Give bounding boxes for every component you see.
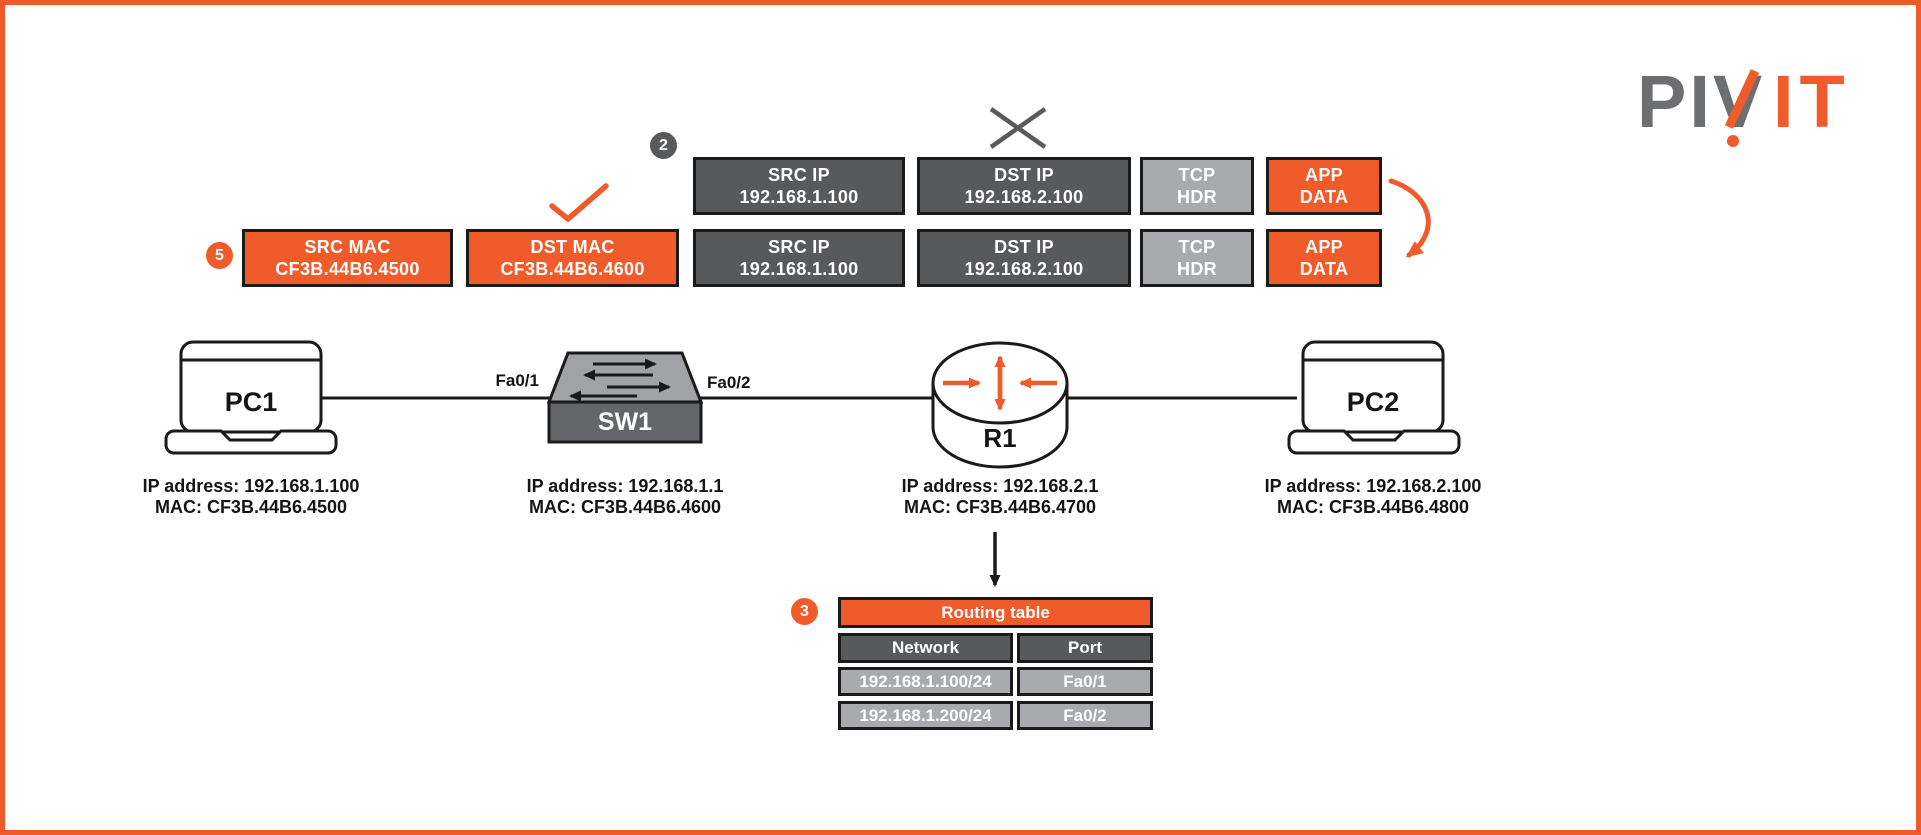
packet-field-app-data-bottom: APP DATA [1266, 229, 1382, 287]
packet-field-value: 192.168.1.100 [739, 187, 859, 207]
caption-pc2: IP address: 192.168.2.100 MAC: CF3B.44B6… [1213, 476, 1533, 518]
routing-table-row2-port: Fa0/2 [1017, 701, 1153, 730]
step-badge-5: 5 [206, 242, 233, 269]
device-label-r1: R1 [983, 423, 1017, 453]
packet-field-value: 192.168.2.100 [964, 259, 1084, 279]
packet-field-value: HDR [1177, 259, 1217, 279]
packet-field-dst-mac: DST MAC CF3B.44B6.4600 [466, 229, 679, 287]
packet-field-src-ip-top: SRC IP 192.168.1.100 [693, 157, 905, 215]
logo-text-gray: PIV [1637, 60, 1765, 143]
routing-table-row1-network: 192.168.1.100/24 [838, 667, 1013, 696]
interface-label-fa0-2: Fa0/2 [707, 373, 751, 392]
caption-sw1: IP address: 192.168.1.1 MAC: CF3B.44B6.4… [465, 476, 785, 518]
packet-field-label: SRC MAC [304, 237, 391, 257]
packet-field-label: SRC IP [768, 237, 830, 257]
packet-field-label: TCP [1178, 165, 1216, 185]
interface-label-fa0-1: Fa0/1 [495, 371, 539, 390]
caption-ip: IP address: 192.168.2.100 [1264, 476, 1482, 496]
device-label-pc1: PC1 [224, 387, 278, 417]
packet-field-value: HDR [1177, 187, 1217, 207]
packet-field-app-data-top: APP DATA [1266, 157, 1382, 215]
step-badge-3: 3 [791, 598, 818, 625]
packet-field-label: SRC IP [768, 165, 830, 185]
logo-slash [1724, 69, 1760, 129]
x-mark-icon [989, 107, 1047, 149]
pivit-logo: PIV IT [1637, 57, 1907, 162]
caption-ip: IP address: 192.168.1.100 [142, 476, 360, 496]
packet-field-label: APP [1305, 237, 1343, 257]
packet-field-value: DATA [1299, 259, 1349, 279]
caption-mac: MAC: CF3B.44B6.4800 [1276, 497, 1470, 517]
packet-field-src-ip-bottom: SRC IP 192.168.1.100 [693, 229, 905, 287]
caption-mac: MAC: CF3B.44B6.4500 [154, 497, 348, 517]
routing-table-row1-port: Fa0/1 [1017, 667, 1153, 696]
caption-mac: MAC: CF3B.44B6.4600 [528, 497, 722, 517]
step-badge-2: 2 [650, 132, 677, 159]
packet-field-value: DATA [1299, 187, 1349, 207]
packet-field-tcp-hdr-top: TCP HDR [1140, 157, 1254, 215]
logo-dot [1727, 135, 1739, 147]
caption-ip: IP address: 192.168.2.1 [901, 476, 1099, 496]
caption-pc1: IP address: 192.168.1.100 MAC: CF3B.44B6… [91, 476, 411, 518]
routing-table-col-port: Port [1017, 633, 1153, 663]
routing-table-title: Routing table [838, 597, 1153, 628]
packet-field-value: 192.168.1.100 [739, 259, 859, 279]
packet-field-dst-ip-top: DST IP 192.168.2.100 [917, 157, 1131, 215]
routing-table-row2-network: 192.168.1.200/24 [838, 701, 1013, 730]
packet-field-value: 192.168.2.100 [964, 187, 1084, 207]
packet-field-value: CF3B.44B6.4500 [275, 259, 420, 279]
packet-field-label: DST IP [994, 237, 1054, 257]
packet-field-label: APP [1305, 165, 1343, 185]
logo-text-orange: IT [1773, 60, 1851, 143]
routing-table-col-network: Network [838, 633, 1013, 663]
caption-r1: IP address: 192.168.2.1 MAC: CF3B.44B6.4… [840, 476, 1160, 518]
packet-field-tcp-hdr-bottom: TCP HDR [1140, 229, 1254, 287]
packet-field-value: CF3B.44B6.4600 [500, 259, 645, 279]
packet-field-label: DST MAC [530, 237, 615, 257]
device-label-sw1: SW1 [597, 408, 653, 436]
device-label-pc2: PC2 [1346, 387, 1400, 417]
packet-field-src-mac: SRC MAC CF3B.44B6.4500 [242, 229, 453, 287]
check-mark-icon [549, 183, 609, 222]
caption-ip: IP address: 192.168.1.1 [526, 476, 724, 496]
packet-field-label: TCP [1178, 237, 1216, 257]
curved-arrow-icon [1388, 178, 1431, 258]
caption-mac: MAC: CF3B.44B6.4700 [903, 497, 1097, 517]
packet-field-label: DST IP [994, 165, 1054, 185]
packet-field-dst-ip-bottom: DST IP 192.168.2.100 [917, 229, 1131, 287]
